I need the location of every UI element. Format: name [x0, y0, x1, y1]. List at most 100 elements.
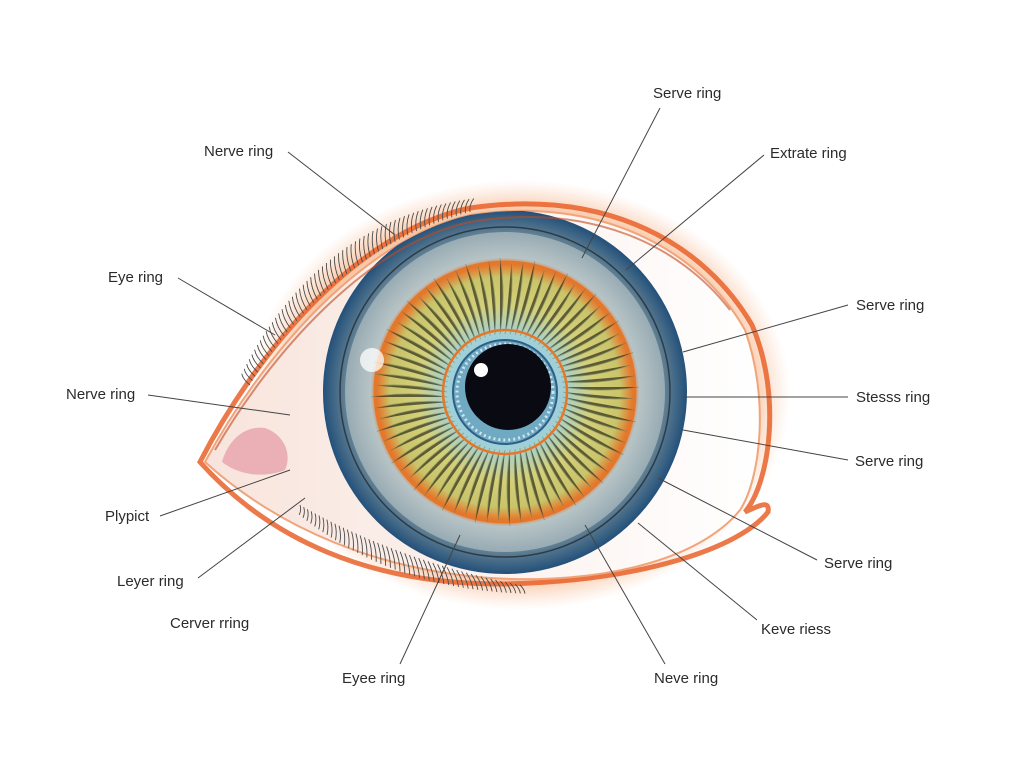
label-nerve-ring-left: Nerve ring	[66, 386, 136, 403]
label-eyee-ring: Eyee ring	[342, 670, 406, 687]
iris-fiber	[486, 449, 501, 522]
iris-fiber	[519, 448, 533, 518]
iris-fiber	[401, 311, 458, 359]
eyelash	[358, 238, 363, 263]
iris-fiber	[504, 264, 513, 335]
iris-fiber	[409, 432, 465, 479]
eyelash	[329, 259, 336, 284]
iris-fiber	[559, 352, 634, 373]
iris-fiber	[560, 406, 627, 432]
eyelash	[406, 214, 410, 236]
eyelash	[441, 565, 450, 586]
label-stesss-ring: Stesss ring	[856, 389, 931, 406]
iris-fiber	[559, 411, 626, 444]
leader-eyee-ring	[399, 534, 461, 665]
iris-fiber	[519, 270, 545, 337]
eyelash	[298, 504, 302, 516]
iris-fiber	[513, 449, 522, 523]
eyelash	[321, 266, 329, 290]
eyelash	[475, 575, 484, 591]
eyelash	[325, 262, 333, 287]
eyelash	[302, 507, 305, 519]
eyelash	[464, 198, 470, 214]
iris-fiber	[514, 261, 536, 336]
eyelash	[410, 212, 415, 234]
eyelash	[433, 205, 438, 224]
leader-keve-riess	[637, 522, 758, 621]
label-extrate-ring: Extrate ring	[770, 145, 847, 162]
iris-fiber	[562, 386, 639, 391]
leader-extrate-ring	[625, 154, 765, 271]
eyelash	[368, 539, 373, 560]
iris-fiber	[371, 393, 448, 398]
eyelash	[364, 537, 368, 558]
iris-fiber	[435, 441, 477, 500]
iris-fiber	[557, 342, 627, 368]
leader-serve-ring-right-mid	[682, 429, 849, 461]
eyelash	[446, 202, 451, 219]
eyelash	[278, 313, 288, 333]
label-serve-ring-right-upper: Serve ring	[856, 297, 925, 314]
leader-eye-ring	[177, 277, 276, 336]
eyelash	[377, 542, 382, 564]
eyelash	[259, 340, 270, 356]
iris-fiber	[413, 436, 468, 491]
iris-fiber	[542, 293, 597, 348]
iris-fiber	[562, 391, 633, 400]
eyelash	[254, 349, 264, 365]
eyelash	[314, 273, 322, 297]
iris-fiber	[538, 288, 586, 345]
label-keve-riess: Keve riess	[761, 621, 832, 638]
iris-fiber	[497, 449, 506, 520]
eyelash	[371, 230, 375, 255]
iris-fiber	[561, 364, 631, 378]
eyelash	[281, 309, 291, 329]
iris-fiber	[549, 429, 604, 484]
eyelashes	[241, 198, 526, 594]
eyelash	[246, 363, 256, 377]
iris-fiber	[400, 428, 461, 472]
eyelash	[404, 553, 411, 575]
iris-fiber	[418, 296, 465, 352]
eyelash	[346, 529, 350, 549]
eyelash	[393, 219, 396, 242]
iris-fiber	[537, 439, 577, 506]
iris-fiber	[529, 273, 569, 340]
pupil	[465, 344, 551, 430]
caruncle	[222, 427, 288, 475]
eyelash	[310, 277, 318, 300]
iris-fiber	[375, 373, 448, 388]
label-neve-ring: Neve ring	[654, 670, 719, 687]
eyelash	[386, 546, 391, 568]
eyelid-outline	[196, 201, 773, 587]
eyelash	[422, 559, 430, 581]
eyelash	[306, 509, 309, 521]
eyelash	[354, 241, 359, 266]
eyelash	[359, 535, 363, 556]
eyelash	[241, 373, 251, 386]
iris-fiber	[390, 420, 455, 451]
eyelash	[442, 203, 447, 221]
eyelash	[490, 578, 498, 592]
eyelash	[500, 580, 507, 593]
eyelash	[317, 269, 325, 293]
eyelash	[390, 548, 396, 570]
eyelash	[346, 247, 352, 271]
eyelash	[388, 221, 392, 245]
iris-inner-orange-ring	[441, 328, 569, 456]
iris-orange-ring	[373, 260, 637, 524]
eyelash	[367, 233, 371, 257]
iris-fiber	[545, 432, 592, 488]
iris-fiber	[506, 449, 511, 526]
leader-nerve-ring-left	[147, 394, 291, 416]
iris-fiber	[562, 375, 636, 384]
eyelash	[262, 335, 273, 352]
iris-fiber	[391, 424, 458, 464]
eyelash	[451, 568, 459, 587]
upper-lid-edge	[214, 216, 731, 451]
eyelash	[419, 209, 424, 230]
iris-fiber	[465, 447, 491, 514]
iris-fiber	[397, 322, 456, 364]
